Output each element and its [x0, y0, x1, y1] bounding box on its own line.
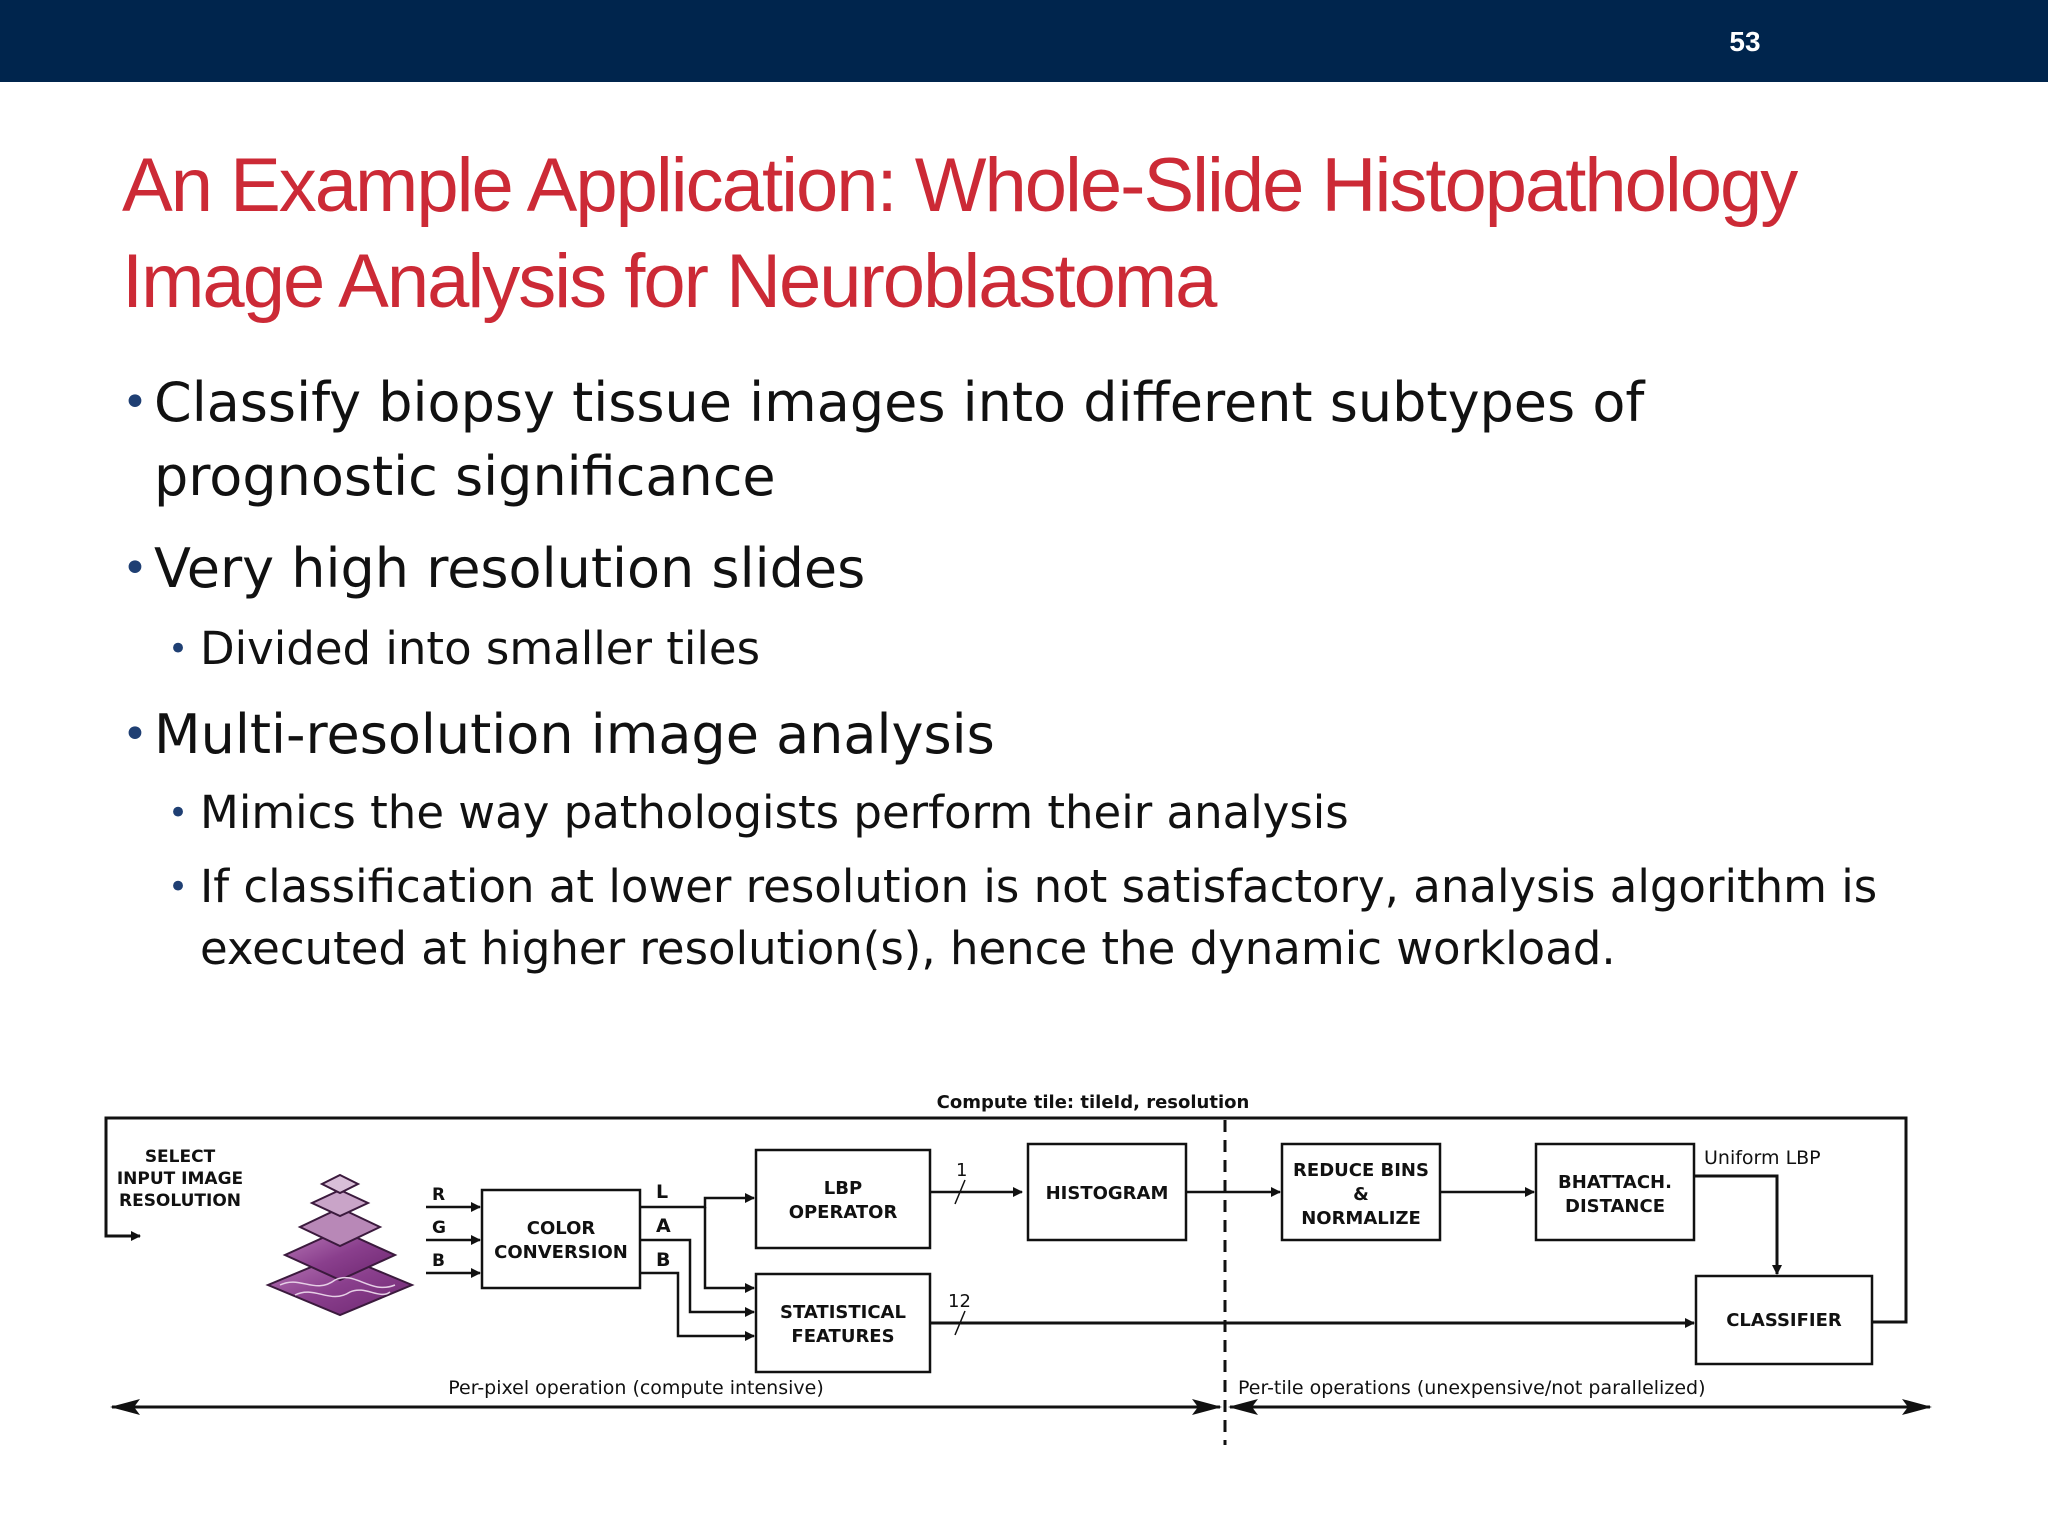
bullet-multi-resolution: Multi-resolution image analysis — [122, 698, 1942, 772]
slide-title: An Example Application: Whole-Slide Hist… — [122, 138, 2002, 330]
pipeline-diagram-svg: Compute tile: tileId, resolution SELECT … — [104, 1092, 1932, 1445]
statistical-features-line-2: FEATURES — [791, 1326, 894, 1347]
color-conversion-line-1: COLOR — [527, 1218, 596, 1239]
bullet-high-resolution: Very high resolution slides — [122, 532, 1942, 606]
lbp-width-label: 1 — [956, 1160, 967, 1181]
select-label-line-1: SELECT — [145, 1147, 216, 1167]
loop-entry-arrow — [104, 1231, 141, 1241]
statistical-features-box — [754, 1272, 932, 1374]
lbp-operator-line-2: OPERATOR — [789, 1202, 898, 1223]
bhattacharyya-distance-box — [1534, 1142, 1696, 1242]
reduce-bins-line-2: & — [1353, 1184, 1369, 1205]
select-label-line-2: INPUT IMAGE — [117, 1169, 243, 1189]
classifier-box — [1694, 1274, 1874, 1366]
channel-a-label: A — [656, 1215, 671, 1237]
image-pyramid-icon — [265, 1173, 415, 1317]
reduce-bins-line-3: NORMALIZE — [1301, 1208, 1421, 1229]
per-tile-label: Per-tile operations (unexpensive/not par… — [1238, 1377, 1705, 1399]
sub-bullet-dynamic-workload: If classification at lower resolution is… — [168, 856, 1928, 980]
color-conversion-box — [480, 1188, 642, 1290]
histogram-box — [1026, 1142, 1188, 1242]
bhattacharyya-line-2: DISTANCE — [1565, 1196, 1665, 1217]
sub-bullet-mimics: Mimics the way pathologists perform thei… — [168, 782, 1928, 844]
sub-bullet-tiles: Divided into smaller tiles — [168, 618, 1928, 680]
bullet-classify: Classify biopsy tissue images into diffe… — [122, 366, 1942, 514]
statistical-features-line-1: STATISTICAL — [780, 1302, 906, 1323]
slide-title-line-1: An Example Application: Whole-Slide Hist… — [122, 143, 1798, 228]
histogram-label: HISTOGRAM — [1046, 1183, 1169, 1204]
compute-tile-label: Compute tile: tileId, resolution — [937, 1092, 1250, 1113]
channel-b-label: B — [432, 1251, 445, 1271]
uniform-lbp-label: Uniform LBP — [1704, 1147, 1821, 1169]
page-number: 53 — [1729, 26, 1761, 57]
channel-g-label: G — [432, 1218, 446, 1238]
slide-title-line-2: Image Analysis for Neuroblastoma — [122, 239, 1217, 324]
channel-l-label: L — [656, 1181, 668, 1203]
classifier-label: CLASSIFIER — [1726, 1310, 1842, 1331]
channel-b2-label: B — [656, 1249, 670, 1271]
color-conversion-line-2: CONVERSION — [494, 1242, 628, 1263]
bhattacharyya-line-1: BHATTACH. — [1558, 1172, 1672, 1193]
feedback-loop-line — [104, 1116, 1908, 1324]
lbp-operator-box — [754, 1148, 932, 1250]
channel-r-label: R — [432, 1185, 445, 1205]
select-label-line-3: RESOLUTION — [119, 1191, 241, 1211]
per-pixel-label: Per-pixel operation (compute intensive) — [448, 1377, 824, 1399]
pipeline-diagram: Compute tile: tileId, resolution SELECT … — [100, 1080, 1940, 1460]
reduce-bins-line-1: REDUCE BINS — [1293, 1160, 1429, 1181]
stats-width-label: 12 — [948, 1291, 971, 1312]
lbp-operator-line-1: LBP — [824, 1178, 862, 1199]
header-bar: 53 — [0, 0, 2048, 82]
